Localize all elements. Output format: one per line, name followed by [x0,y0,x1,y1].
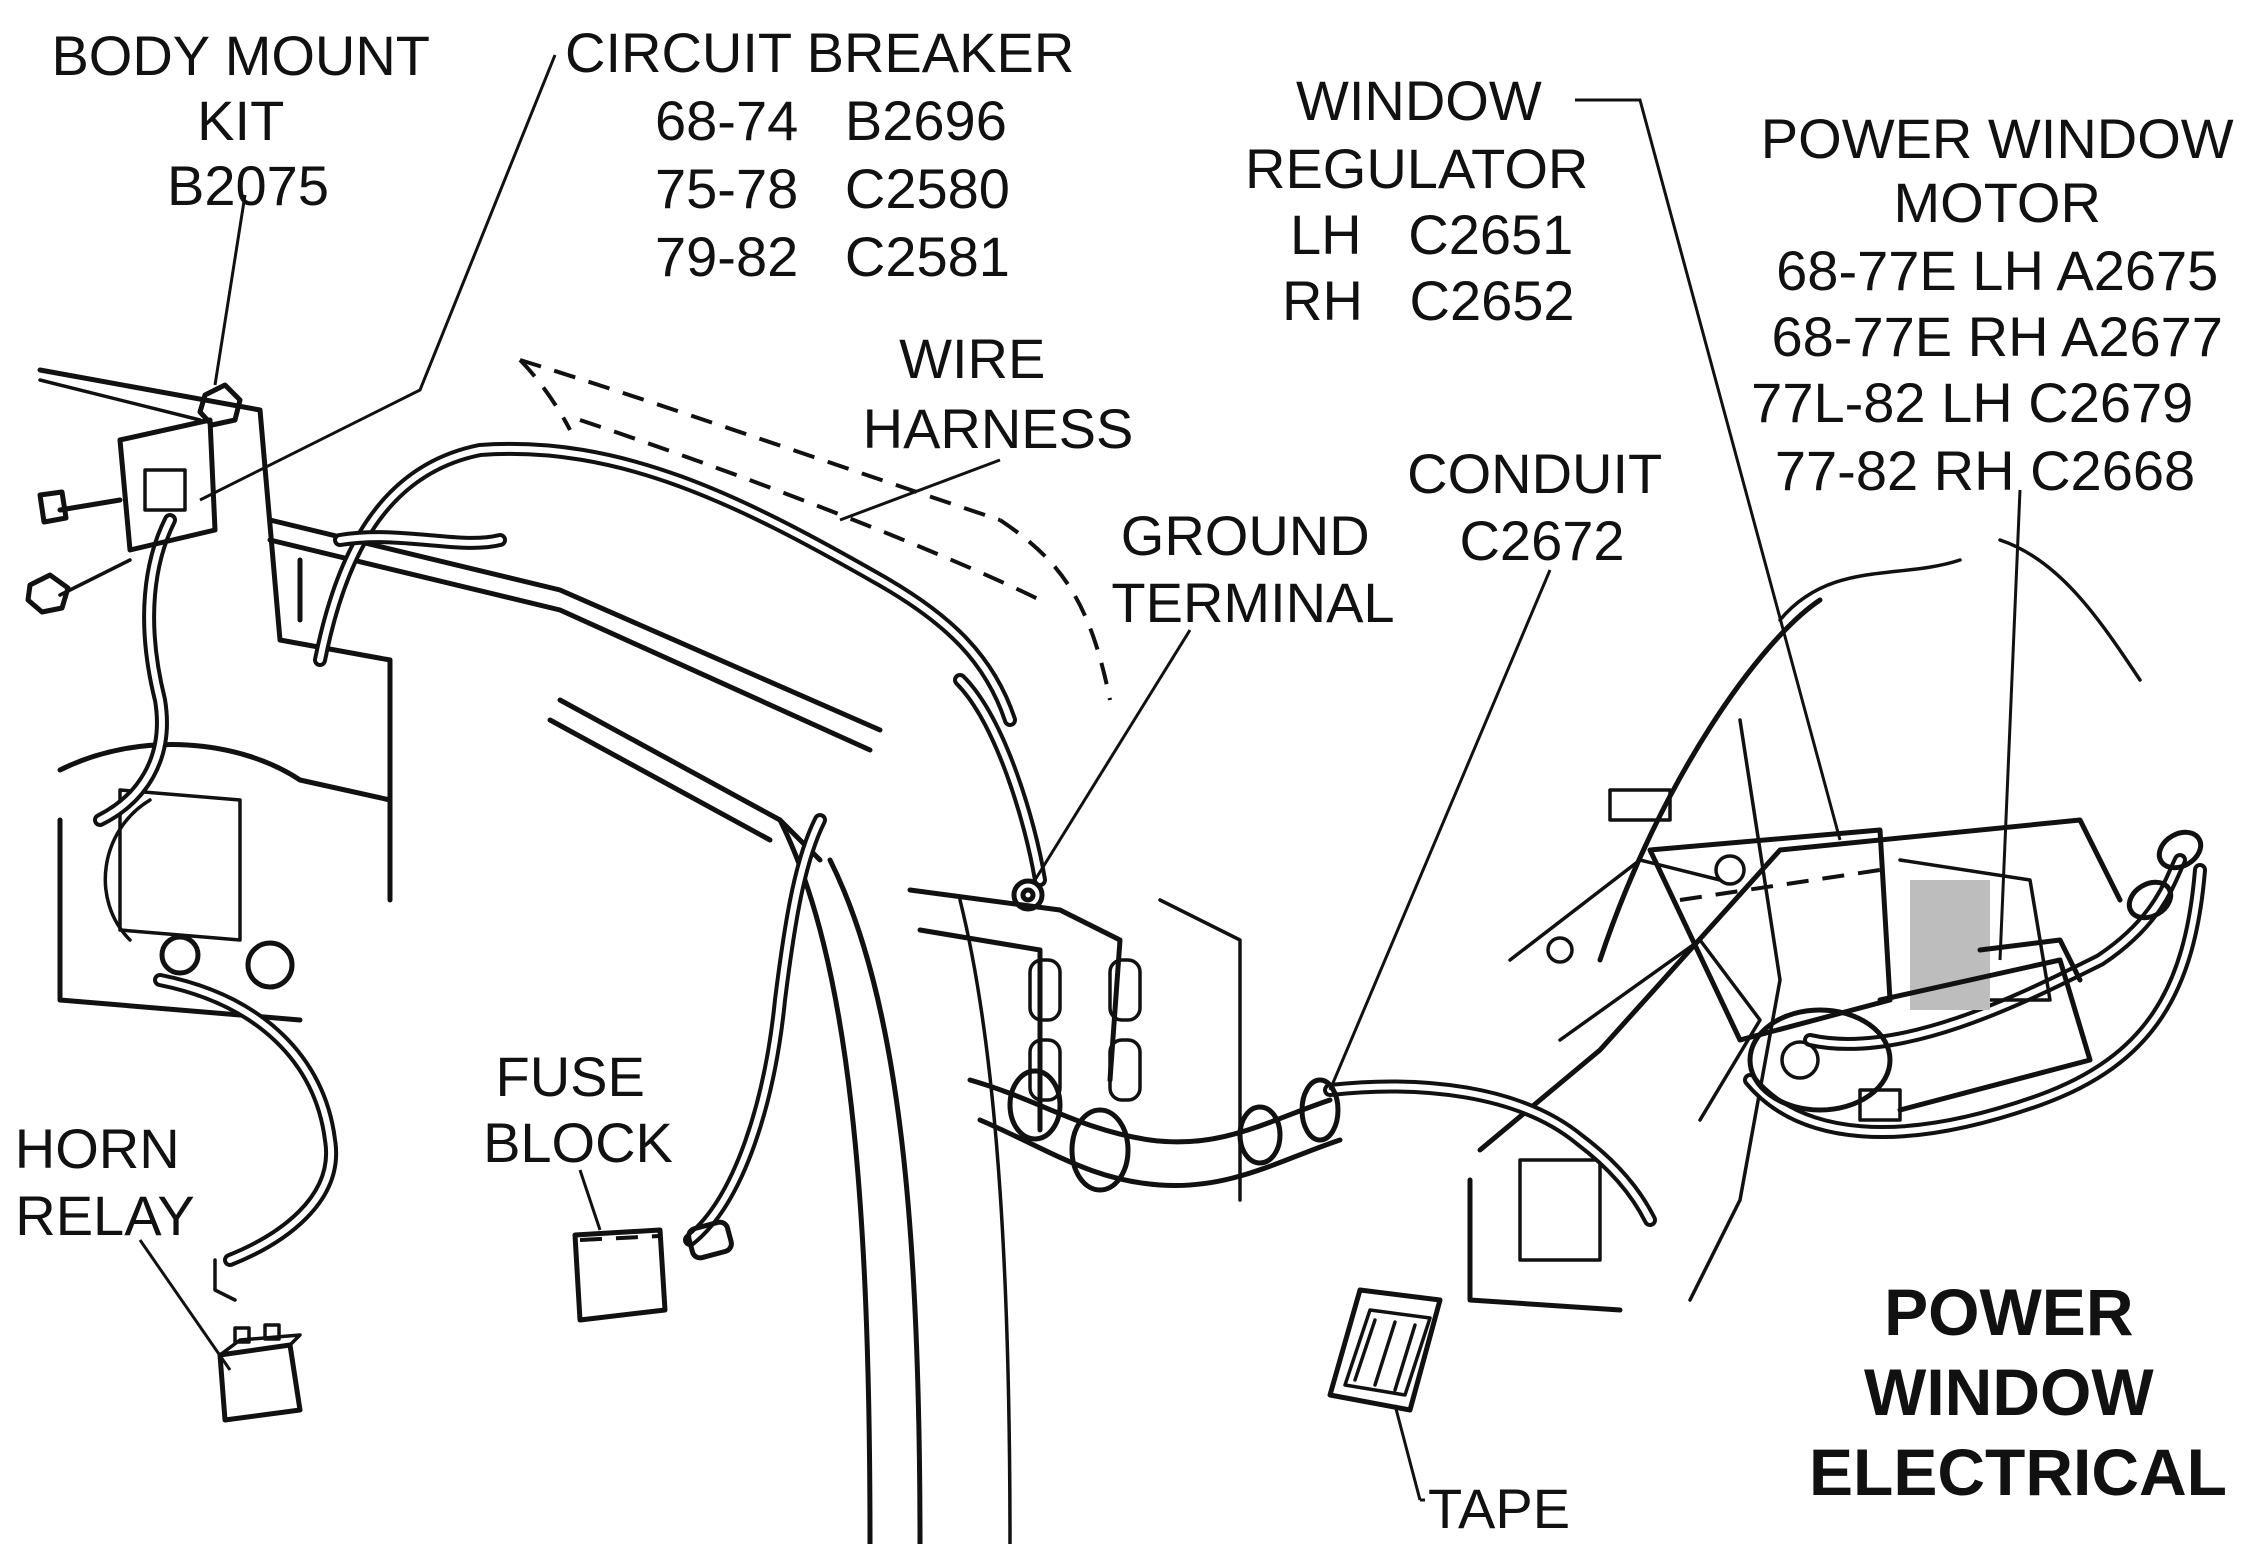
leader-fuse-block [578,1169,602,1231]
horn-relay-label: HORN RELAY [15,1117,195,1247]
diagram-title: POWER WINDOW ELECTRICAL [1809,1275,2227,1509]
conduit-label: CONDUIT C2672 [1407,442,1677,572]
leader-horn-relay [138,1239,232,1371]
circuit-breaker-label: CIRCUIT BREAKER 68-74 B2696 75-78 C2580 … [0,0,1183,288]
window-regulator [1647,827,2052,1043]
tape-label: TAPE [1428,1477,1570,1540]
body-mount-kit-label: BODY MOUNT KIT B2075 [51,24,444,217]
leader-power-window-motor [1998,489,2022,961]
window-regulator-label: WINDOW REGULATOR LH C2651 RH C2652 [0,0,1697,332]
leader-circuit-breaker [199,54,557,502]
ground-terminal-label: GROUND TERMINAL [1111,504,1394,634]
leader-wire-harness [839,458,1001,522]
fuse-block [572,1219,734,1323]
leader-tape [1393,1404,1425,1502]
fuse-block-label: FUSE BLOCK [483,1045,673,1174]
wire-harness-label: WIRE HARNESS [863,327,1134,460]
leader-lines [138,54,2022,1502]
horn-relay [213,1258,303,1423]
wire-harness [93,442,2207,1267]
leader-body-mount-kit [213,194,247,386]
ground-terminal [1011,878,1045,912]
leader-ground-terminal [1033,629,1192,881]
tape [1327,1287,1443,1413]
power-window-motor [1747,937,2093,1122]
leader-window-regulator [1575,98,1842,841]
power-window-motor-label: POWER WINDOW MOTOR 68-77E LH A2675 68-77… [1751,107,2249,502]
circuit-breaker-assembly [25,382,243,615]
leader-conduit [1328,569,1552,1091]
conduit [967,1068,1343,1193]
motor-connectors [2126,829,2204,921]
